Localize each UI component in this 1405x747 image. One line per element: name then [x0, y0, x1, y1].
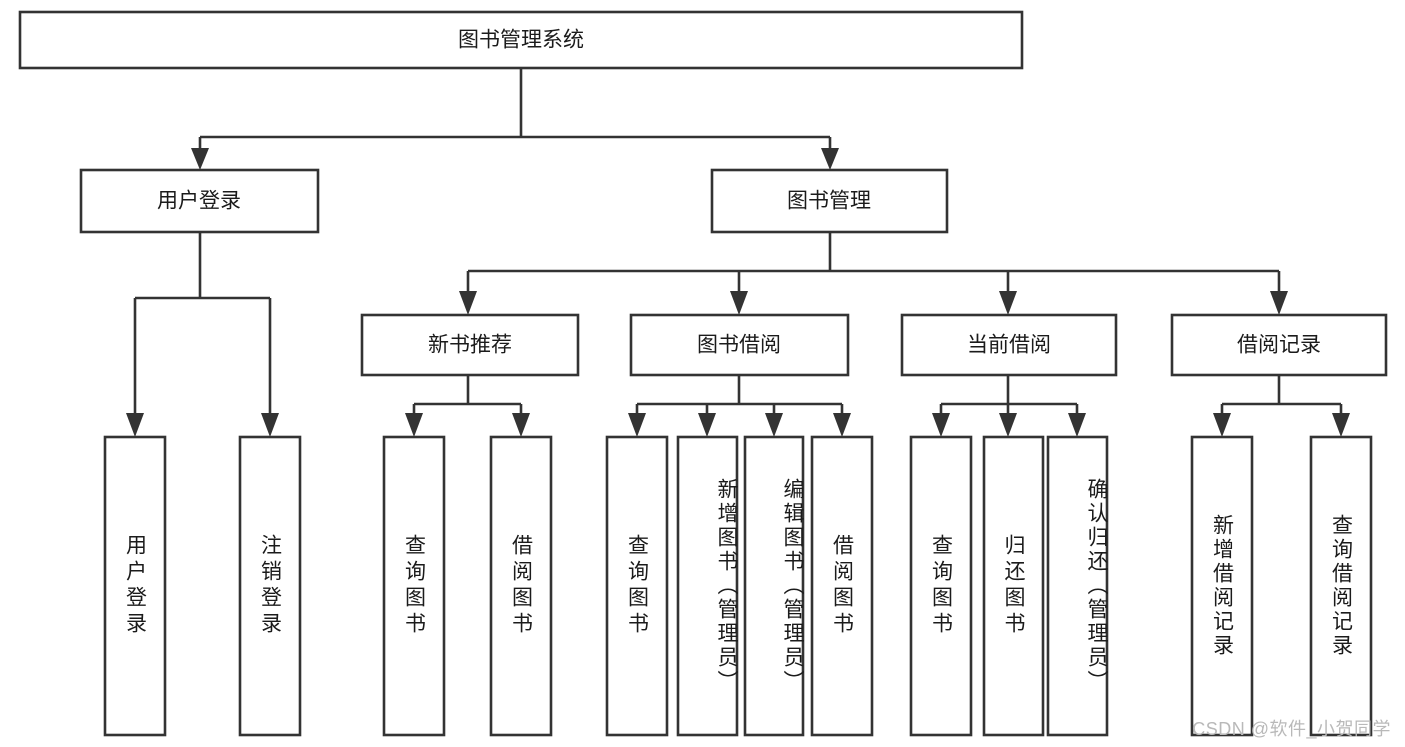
arrow-head-new-book — [459, 291, 477, 315]
node-box-leaf-book-borrow-1[interactable] — [605, 435, 669, 737]
node-box-book-management — [710, 168, 949, 234]
node-label-user-login: 用户登录 — [157, 190, 241, 213]
arrow-head-user-login — [191, 148, 209, 170]
arrow-head-cb-leaf-1 — [932, 413, 950, 437]
node-box-leaf-user-login-1[interactable] — [103, 435, 167, 737]
node-box-current-borrow — [900, 313, 1118, 377]
node-box-leaf-current-borrow-2[interactable] — [982, 435, 1045, 737]
csdn-watermark: CSDN @软件_小贺同学 — [1192, 719, 1391, 739]
arrow-head-ul-leaf-2 — [261, 413, 279, 437]
connector-group-borrow-record — [1213, 375, 1350, 437]
connector-group-current-borrow — [932, 375, 1086, 437]
node-box-book-borrow — [629, 313, 850, 377]
arrow-head-bb-leaf-3 — [765, 413, 783, 437]
connector-group-new-book — [405, 375, 530, 437]
node-box-leaf-new-book-1[interactable] — [382, 435, 446, 737]
arrow-head-nb-leaf-2 — [512, 413, 530, 437]
node-label-book-borrow: 图书借阅 — [697, 334, 781, 357]
connector-group-root — [191, 68, 839, 170]
arrow-head-bb-leaf-4 — [833, 413, 851, 437]
arrow-head-book-manage — [821, 148, 839, 170]
arrow-head-book-borrow — [730, 291, 748, 315]
node-current-borrow[interactable]: 当前借阅 — [900, 313, 1118, 377]
node-borrow-record[interactable]: 借阅记录 — [1170, 313, 1388, 377]
arrow-head-br-leaf-2 — [1332, 413, 1350, 437]
arrow-head-ul-leaf-1 — [126, 413, 144, 437]
node-box-leaf-borrow-record-2[interactable] — [1309, 435, 1373, 737]
node-label-current-borrow: 当前借阅 — [967, 334, 1051, 357]
node-box-root — [18, 10, 1024, 70]
node-box-new-book-recommend — [360, 313, 580, 377]
arrow-head-cb-leaf-2 — [999, 413, 1017, 437]
arrow-head-cb-leaf-3 — [1068, 413, 1086, 437]
connector-group-book-borrow — [628, 375, 851, 437]
node-box-leaf-user-login-2[interactable] — [238, 435, 302, 737]
connector-group-book-manage — [459, 232, 1288, 315]
node-box-leaf-borrow-record-1[interactable] — [1190, 435, 1254, 737]
node-box-user-login — [79, 168, 320, 234]
node-box-leaf-book-borrow-2[interactable] — [676, 435, 739, 737]
arrow-head-bb-leaf-2 — [698, 413, 716, 437]
node-root-book-management-system[interactable]: 图书管理系统 — [18, 10, 1024, 70]
node-label-book-management: 图书管理 — [787, 190, 871, 213]
node-user-login[interactable]: 用户登录 — [79, 168, 320, 234]
node-label-borrow-record: 借阅记录 — [1237, 334, 1321, 357]
arrow-head-current-borrow — [999, 291, 1017, 315]
node-box-leaf-book-borrow-4[interactable] — [810, 435, 874, 737]
arrow-head-nb-leaf-1 — [405, 413, 423, 437]
arrow-head-borrow-record — [1270, 291, 1288, 315]
node-label-root: 图书管理系统 — [458, 29, 584, 52]
node-box-leaf-current-borrow-3[interactable] — [1046, 435, 1109, 737]
node-book-borrow[interactable]: 图书借阅 — [629, 313, 850, 377]
connector-group-user-login — [126, 232, 279, 437]
node-box-leaf-book-borrow-3[interactable] — [743, 435, 805, 737]
node-book-management[interactable]: 图书管理 — [710, 168, 949, 234]
node-box-leaf-new-book-2[interactable] — [489, 435, 553, 737]
arrow-head-br-leaf-1 — [1213, 413, 1231, 437]
arrow-head-bb-leaf-1 — [628, 413, 646, 437]
node-new-book-recommend[interactable]: 新书推荐 — [360, 313, 580, 377]
node-box-leaf-current-borrow-1[interactable] — [909, 435, 973, 737]
node-label-new-book-recommend: 新书推荐 — [428, 334, 512, 357]
node-box-borrow-record — [1170, 313, 1388, 377]
